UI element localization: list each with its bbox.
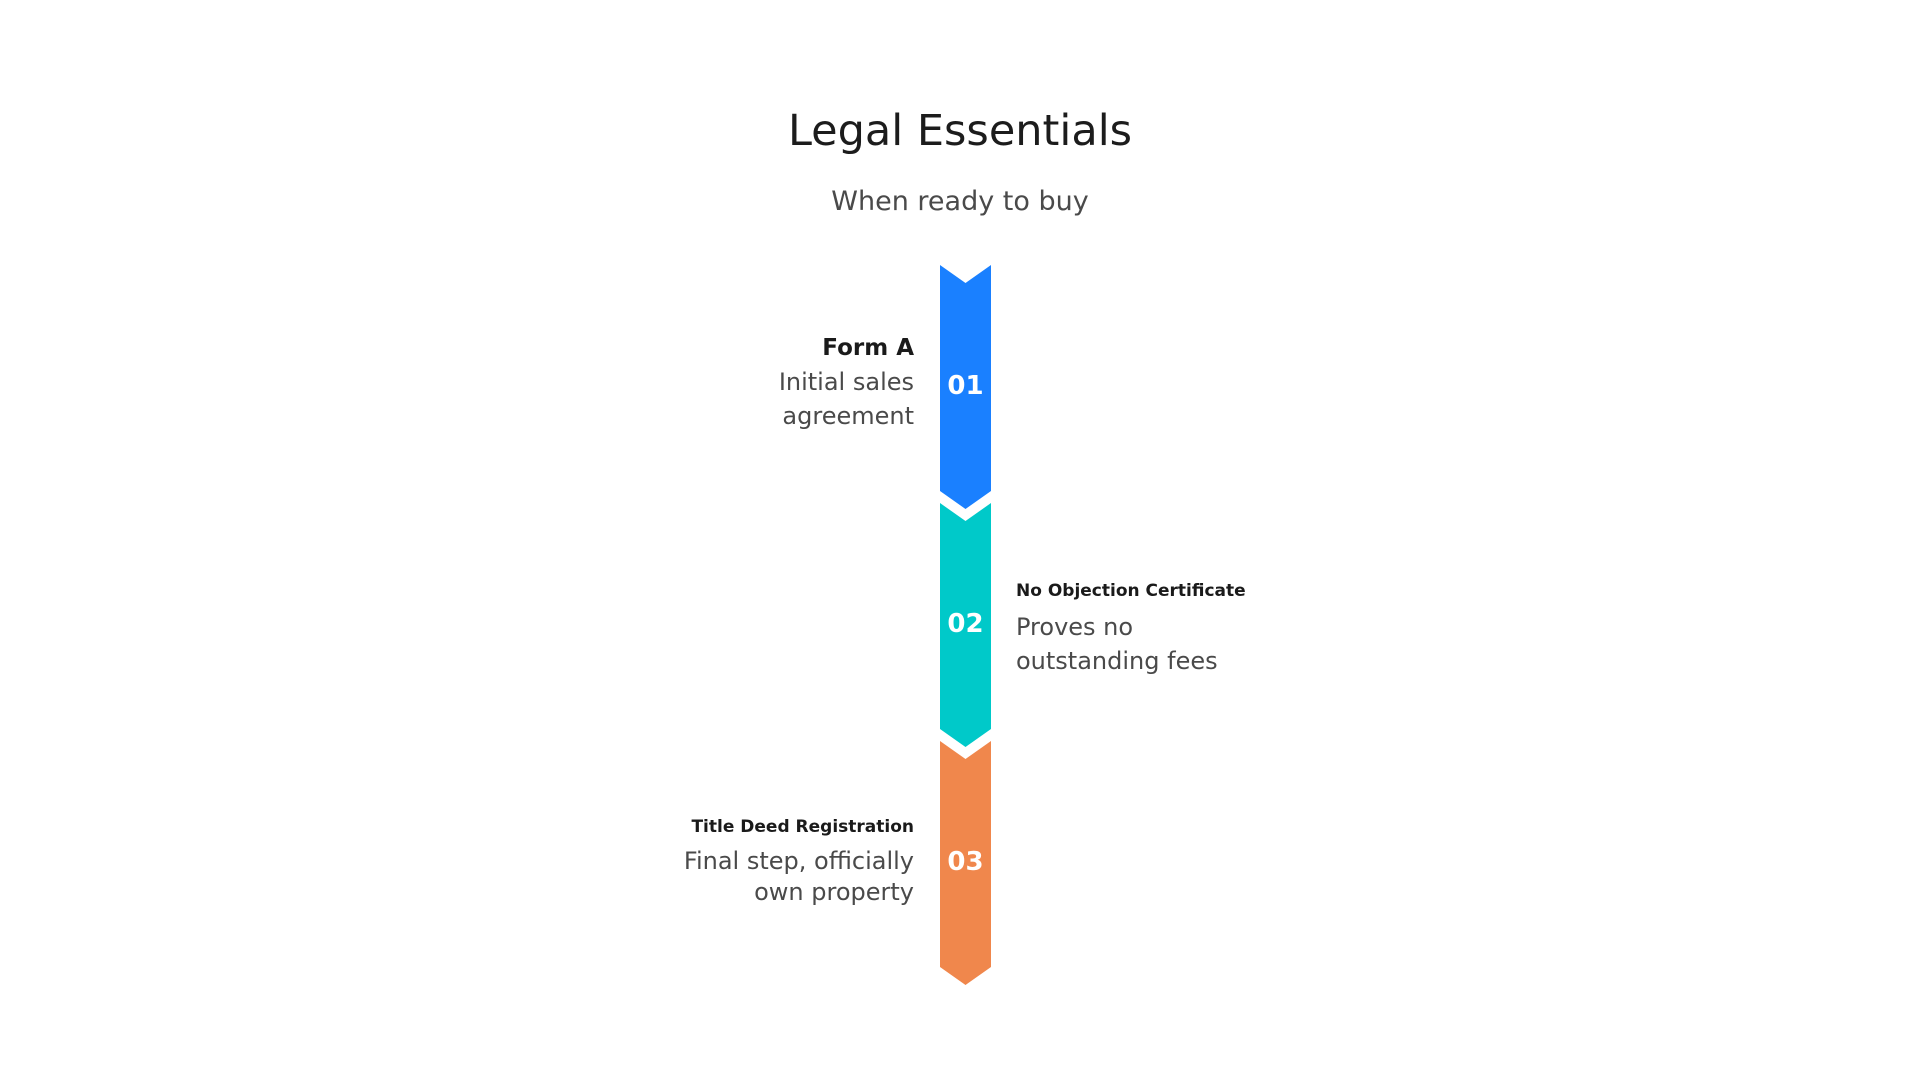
step-2-description-line-2: outstanding fees <box>1016 647 1218 675</box>
step-1-chevron-shape <box>940 265 991 509</box>
step-2-description-line-1: Proves no <box>1016 613 1134 641</box>
step-1-description-line-1: Initial sales <box>778 368 914 396</box>
step-2-chevron: 02 <box>940 503 991 747</box>
step-1-chevron: 01 <box>940 265 991 509</box>
step-3-number: 03 <box>947 847 984 877</box>
page-subtitle: When ready to buy <box>831 186 1089 217</box>
step-3-description-line-1: Final step, officially <box>683 847 914 875</box>
step-3-description-line-2: own property <box>754 878 914 906</box>
step-2-chevron-shape <box>940 503 991 747</box>
step-1-text: Form A Initial sales agreement <box>654 331 914 433</box>
step-3-title: Title Deed Registration <box>691 817 914 837</box>
step-2-number: 02 <box>947 609 984 639</box>
step-3-chevron: 03 <box>940 741 991 985</box>
step-2-text: No Objection Certificate Proves no outst… <box>1016 578 1276 678</box>
step-3-text: Title Deed Registration Final step, offi… <box>654 814 914 908</box>
step-3-chevron-shape <box>940 741 991 985</box>
page-title: Legal Essentials <box>787 106 1133 156</box>
step-1-description-line-2: agreement <box>782 402 914 430</box>
step-1-title: Form A <box>822 335 914 361</box>
step-2-title: No Objection Certificate <box>1016 581 1246 601</box>
step-1-number: 01 <box>947 371 984 401</box>
